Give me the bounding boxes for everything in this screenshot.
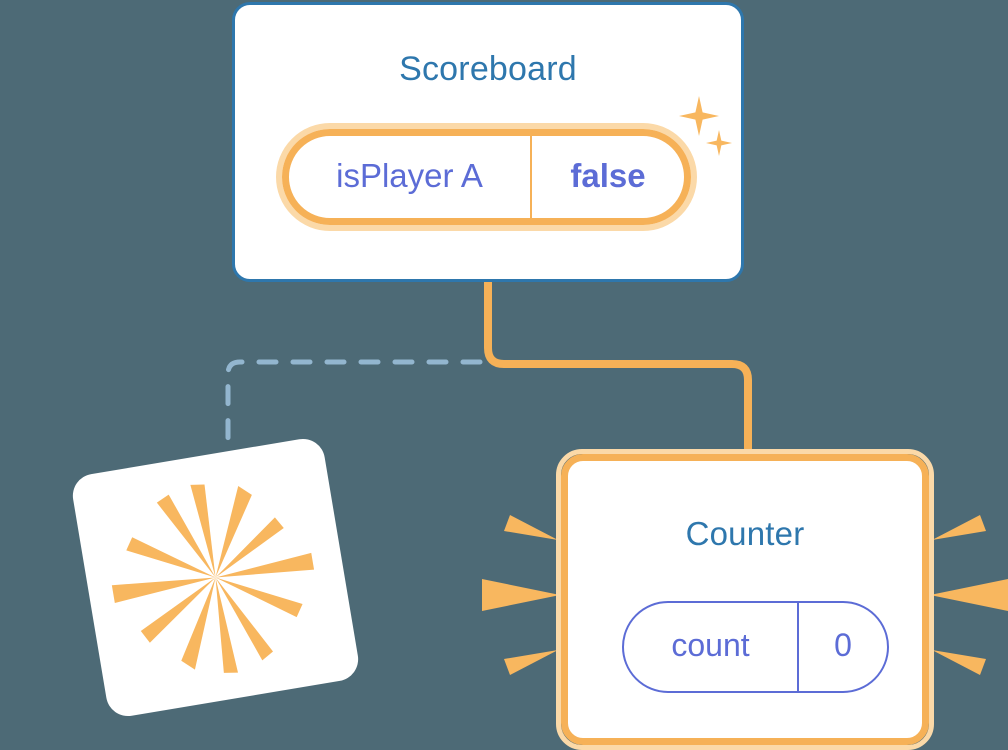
counter-card-body: Counter count 0 xyxy=(561,454,929,745)
counter-state-value: 0 xyxy=(834,627,852,663)
pill-body: isPlayer A false xyxy=(282,129,691,225)
counter-state-pill[interactable]: count 0 xyxy=(622,601,889,693)
counter-state-key: count xyxy=(624,603,799,691)
counter-title: Counter xyxy=(685,515,805,552)
counter-rays-left xyxy=(482,515,560,675)
scoreboard-state-value: false xyxy=(570,157,646,194)
burst-icon xyxy=(111,484,315,673)
scoreboard-card[interactable]: Scoreboard isPlayer A false xyxy=(232,2,744,282)
pill-highlight-ring xyxy=(276,123,697,231)
connector-scoreboard-to-counter xyxy=(484,282,752,462)
scoreboard-state-pill[interactable]: isPlayer A false xyxy=(276,123,697,231)
scoreboard-title: Scoreboard xyxy=(399,50,577,88)
blank-card[interactable] xyxy=(69,435,362,720)
scoreboard-state-key: isPlayer A xyxy=(289,136,532,218)
counter-rays-right xyxy=(930,515,1008,675)
counter-card[interactable]: Counter count 0 xyxy=(556,449,934,750)
